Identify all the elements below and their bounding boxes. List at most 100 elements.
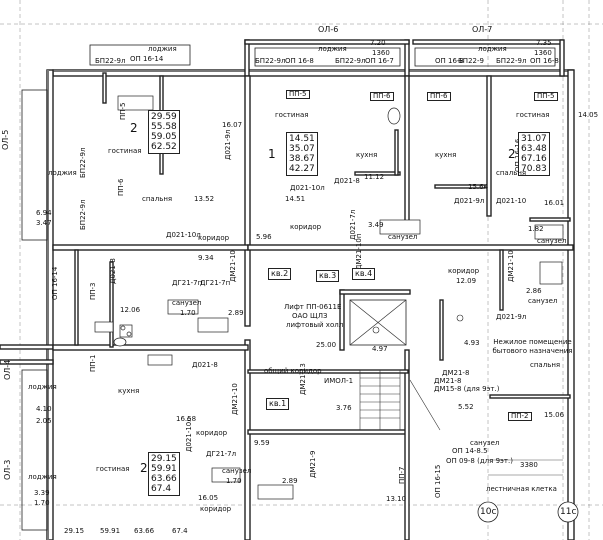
apartment-key: кв.3 [316, 270, 340, 282]
stair-note: ДМ21-8 [434, 377, 462, 385]
stair-note: ДМ15-8 (для 9эт.) [434, 385, 500, 393]
area-value: 35.07 [289, 144, 315, 154]
door-label: Д021-9л [224, 129, 232, 160]
partition-label: ПП-5 [534, 92, 558, 101]
loggia-label: лоджия [48, 169, 77, 177]
room-name: санузел [172, 299, 202, 307]
room-name: кухня [435, 151, 457, 159]
room-value: 16.07 [222, 121, 243, 129]
wall-panel-label: ОП 16-7 [365, 57, 394, 65]
room-value: 14.51 [285, 195, 306, 203]
wall-panel-label: ОП 16-8 [285, 57, 314, 65]
room-value: 3.49 [368, 221, 384, 229]
area-value: 70.83 [521, 164, 547, 174]
partition-label: ПП-5 [286, 90, 310, 99]
wall-panel-label: ОП 16-8 [530, 57, 559, 65]
door-label: Д021-8 [334, 177, 360, 185]
apartment-area-box: 29.15 59.91 63.66 67.4 [148, 452, 180, 496]
door-label: ДГ21-7л [206, 450, 237, 458]
stair-note: ОП 09-8 (для 9эт.) [446, 457, 513, 465]
dimension-lines [360, 39, 563, 476]
axis-label-bottom: 11с [560, 507, 577, 517]
room-name: санузел [528, 297, 558, 305]
door-label: Д021-10л [166, 231, 201, 239]
door-label: ДМ21-10 [507, 250, 515, 282]
room-name: спальня [142, 195, 173, 203]
room-name: санузел [222, 467, 252, 475]
room-value: 3.47 [36, 219, 52, 227]
room-value: 59.91 [100, 527, 121, 535]
room-value: 2.89 [282, 477, 298, 485]
apartment-area-box: 14.51 35.07 38.67 42.27 [286, 132, 318, 176]
loggia-label: лоджия [28, 383, 57, 391]
axis-label-left: ОЛ-5 [1, 129, 10, 150]
dimension-value: 1360 [372, 49, 390, 57]
apartment-room-count: 1 [268, 147, 276, 161]
wall-panel-label: ОП 16-14 [51, 266, 59, 300]
room-value: 13.52 [194, 195, 215, 203]
balcony-panel-label: БП22-9л [79, 147, 87, 178]
area-value: 63.48 [521, 144, 547, 154]
room-name: лифтовый холл [286, 321, 344, 329]
room-name: санузел [470, 439, 500, 447]
apartment-room-count: 2 [130, 121, 138, 135]
interior-walls [52, 75, 574, 540]
axis-label-left: ОЛ-4 [3, 359, 12, 380]
room-name: Нежилое помещение бытового назначения [492, 338, 573, 355]
area-value: 62.52 [151, 142, 177, 152]
room-name: гостиная [516, 111, 550, 119]
partition-label: ПП-1 [89, 354, 97, 372]
area-value: 29.15 [151, 454, 177, 464]
room-value: 3.39 [34, 489, 50, 497]
stairs [359, 369, 441, 431]
room-value: 4.10 [36, 405, 52, 413]
apartment-area-box: 31.07 63.48 67.16 70.83 [518, 132, 550, 176]
partition-label: ПП-6 [117, 178, 125, 196]
partition-label: ПП-7 [398, 466, 406, 484]
partition-label: ПП-5 [119, 102, 127, 120]
door-label: Д021-10л [290, 184, 325, 192]
room-value: 1.82 [528, 225, 544, 233]
axis-label-top: ОЛ-6 [318, 25, 339, 34]
balcony-panel-label: БП22-9л [335, 57, 366, 65]
room-value: 4.93 [464, 339, 480, 347]
apartment-room-count: 2 [508, 147, 516, 161]
door-label: ДГ21-7п [200, 279, 231, 287]
room-value: 2.86 [526, 287, 542, 295]
loggia-label: лоджия [478, 45, 507, 53]
outer-walls [0, 39, 575, 540]
axis-label-bottom: 10с [480, 507, 497, 517]
balcony-panel-label: БП22-9л [255, 57, 286, 65]
area-value: 42.27 [289, 164, 315, 174]
door-label: ДМ21-10 [231, 383, 239, 415]
room-value: 25.00 [316, 341, 337, 349]
room-value: 3.76 [336, 404, 352, 412]
room-value: 11.12 [364, 173, 385, 181]
room-value: 1.70 [34, 499, 50, 507]
room-name: коридор [200, 505, 232, 513]
room-name: спальня [530, 361, 561, 369]
partition-label: ПП-6 [370, 92, 394, 101]
room-name: гостиная [96, 465, 130, 473]
door-label: Д021-8 [192, 361, 218, 369]
door-label: Д021-9л [454, 197, 485, 205]
balcony-panel-label: БП22-9 [458, 57, 484, 65]
room-value: 5.52 [458, 403, 474, 411]
area-value: 55.58 [151, 122, 177, 132]
partition-label: ПП-3 [89, 282, 97, 300]
room-name: кухня [356, 151, 378, 159]
dimension-value: 7.20 [370, 39, 386, 47]
room-name: кухня [118, 387, 140, 395]
apartment-key: кв.4 [352, 268, 376, 280]
partition-label: ПП-2 [508, 412, 532, 421]
room-value: 5.96 [256, 233, 272, 241]
room-name: коридор [448, 267, 480, 275]
room-name: санузел [537, 237, 567, 245]
room-value: 12.09 [456, 277, 477, 285]
room-value: 67.4 [172, 527, 188, 535]
area-value: 59.91 [151, 464, 177, 474]
balcony-panel-label: БП22-9л [496, 57, 527, 65]
loggia-label: лоджия [28, 473, 57, 481]
door-label: Д021-10 [496, 197, 527, 205]
